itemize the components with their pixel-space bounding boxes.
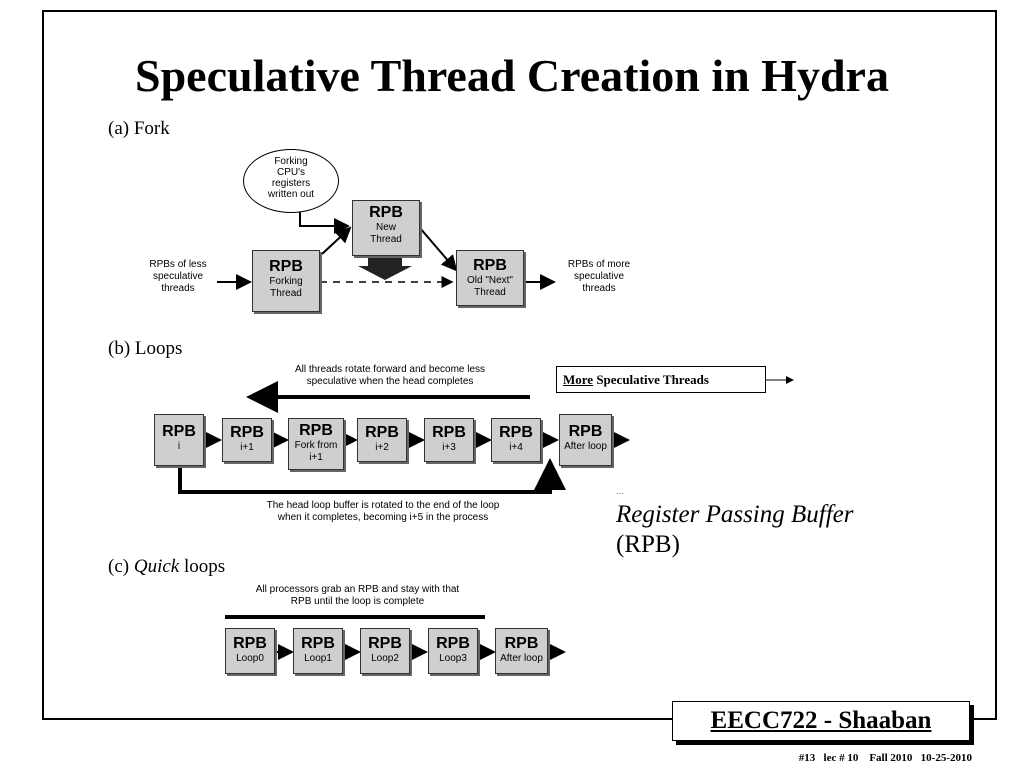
- rpb-quick-loop1: RPB Loop1: [293, 628, 343, 674]
- oval-to-new-arrow: [299, 212, 350, 234]
- legend-arrow-icon: [766, 376, 794, 384]
- fork-left-note: RPBs of less speculative threads: [149, 259, 207, 294]
- quick-heading: (c) Quick loops: [108, 556, 226, 577]
- course-badge: EECC722 - Shaaban: [672, 701, 970, 741]
- rpb-loop-fork: RPB Fork from i+1: [288, 418, 344, 470]
- rpb-quick-after: RPB After loop: [495, 628, 548, 674]
- rpb-loop-i4: RPB i+4: [491, 418, 541, 462]
- new-to-old-arrow: [419, 227, 458, 272]
- rpb-forking-thread: RPB Forking Thread: [252, 250, 320, 312]
- rpb-new-thread: RPB New Thread: [352, 200, 420, 256]
- rpb-quick-loop2: RPB Loop2: [360, 628, 410, 674]
- insert-down-arrow: [358, 258, 412, 280]
- quick-top-note: All processors grab an RPB and stay with…: [255, 584, 460, 607]
- loops-top-note: All threads rotate forward and become le…: [294, 364, 486, 387]
- rpb-quick-loop3: RPB Loop3: [428, 628, 478, 674]
- rpb-quick-loop0: RPB Loop0: [225, 628, 275, 674]
- slide-frame: [42, 10, 997, 720]
- forking-cpu-oval: Forking CPU's registers written out: [243, 149, 339, 213]
- head-rotate-arrow: [178, 458, 566, 494]
- rpb-loop-i2: RPB i+2: [357, 418, 407, 462]
- dots-mark: ...: [616, 486, 624, 496]
- rpb-loop-i3: RPB i+3: [424, 418, 474, 462]
- rpb-loop-i1: RPB i+1: [222, 418, 272, 462]
- loops-heading: (b) Loops: [108, 338, 183, 359]
- page-title: Speculative Thread Creation in Hydra: [135, 50, 889, 101]
- rpb-loop-i: RPB i: [154, 414, 204, 466]
- slide-footer: #13 lec # 10 Fall 2010 10-25-2010: [798, 752, 972, 764]
- fork-heading: (a) Fork: [108, 118, 170, 139]
- loops-bottom-note: The head loop buffer is rotated to the e…: [266, 500, 500, 523]
- forking-to-new-arrow: [321, 226, 352, 255]
- fork-right-note: RPBs of more speculative threads: [567, 259, 631, 294]
- rpb-old-next-thread: RPB Old "Next" Thread: [456, 250, 524, 306]
- rpb-loop-after: RPB After loop: [559, 414, 612, 466]
- rpb-description: Register Passing Buffer (RPB): [616, 501, 854, 558]
- more-speculative-legend: More Speculative Threads: [556, 366, 766, 393]
